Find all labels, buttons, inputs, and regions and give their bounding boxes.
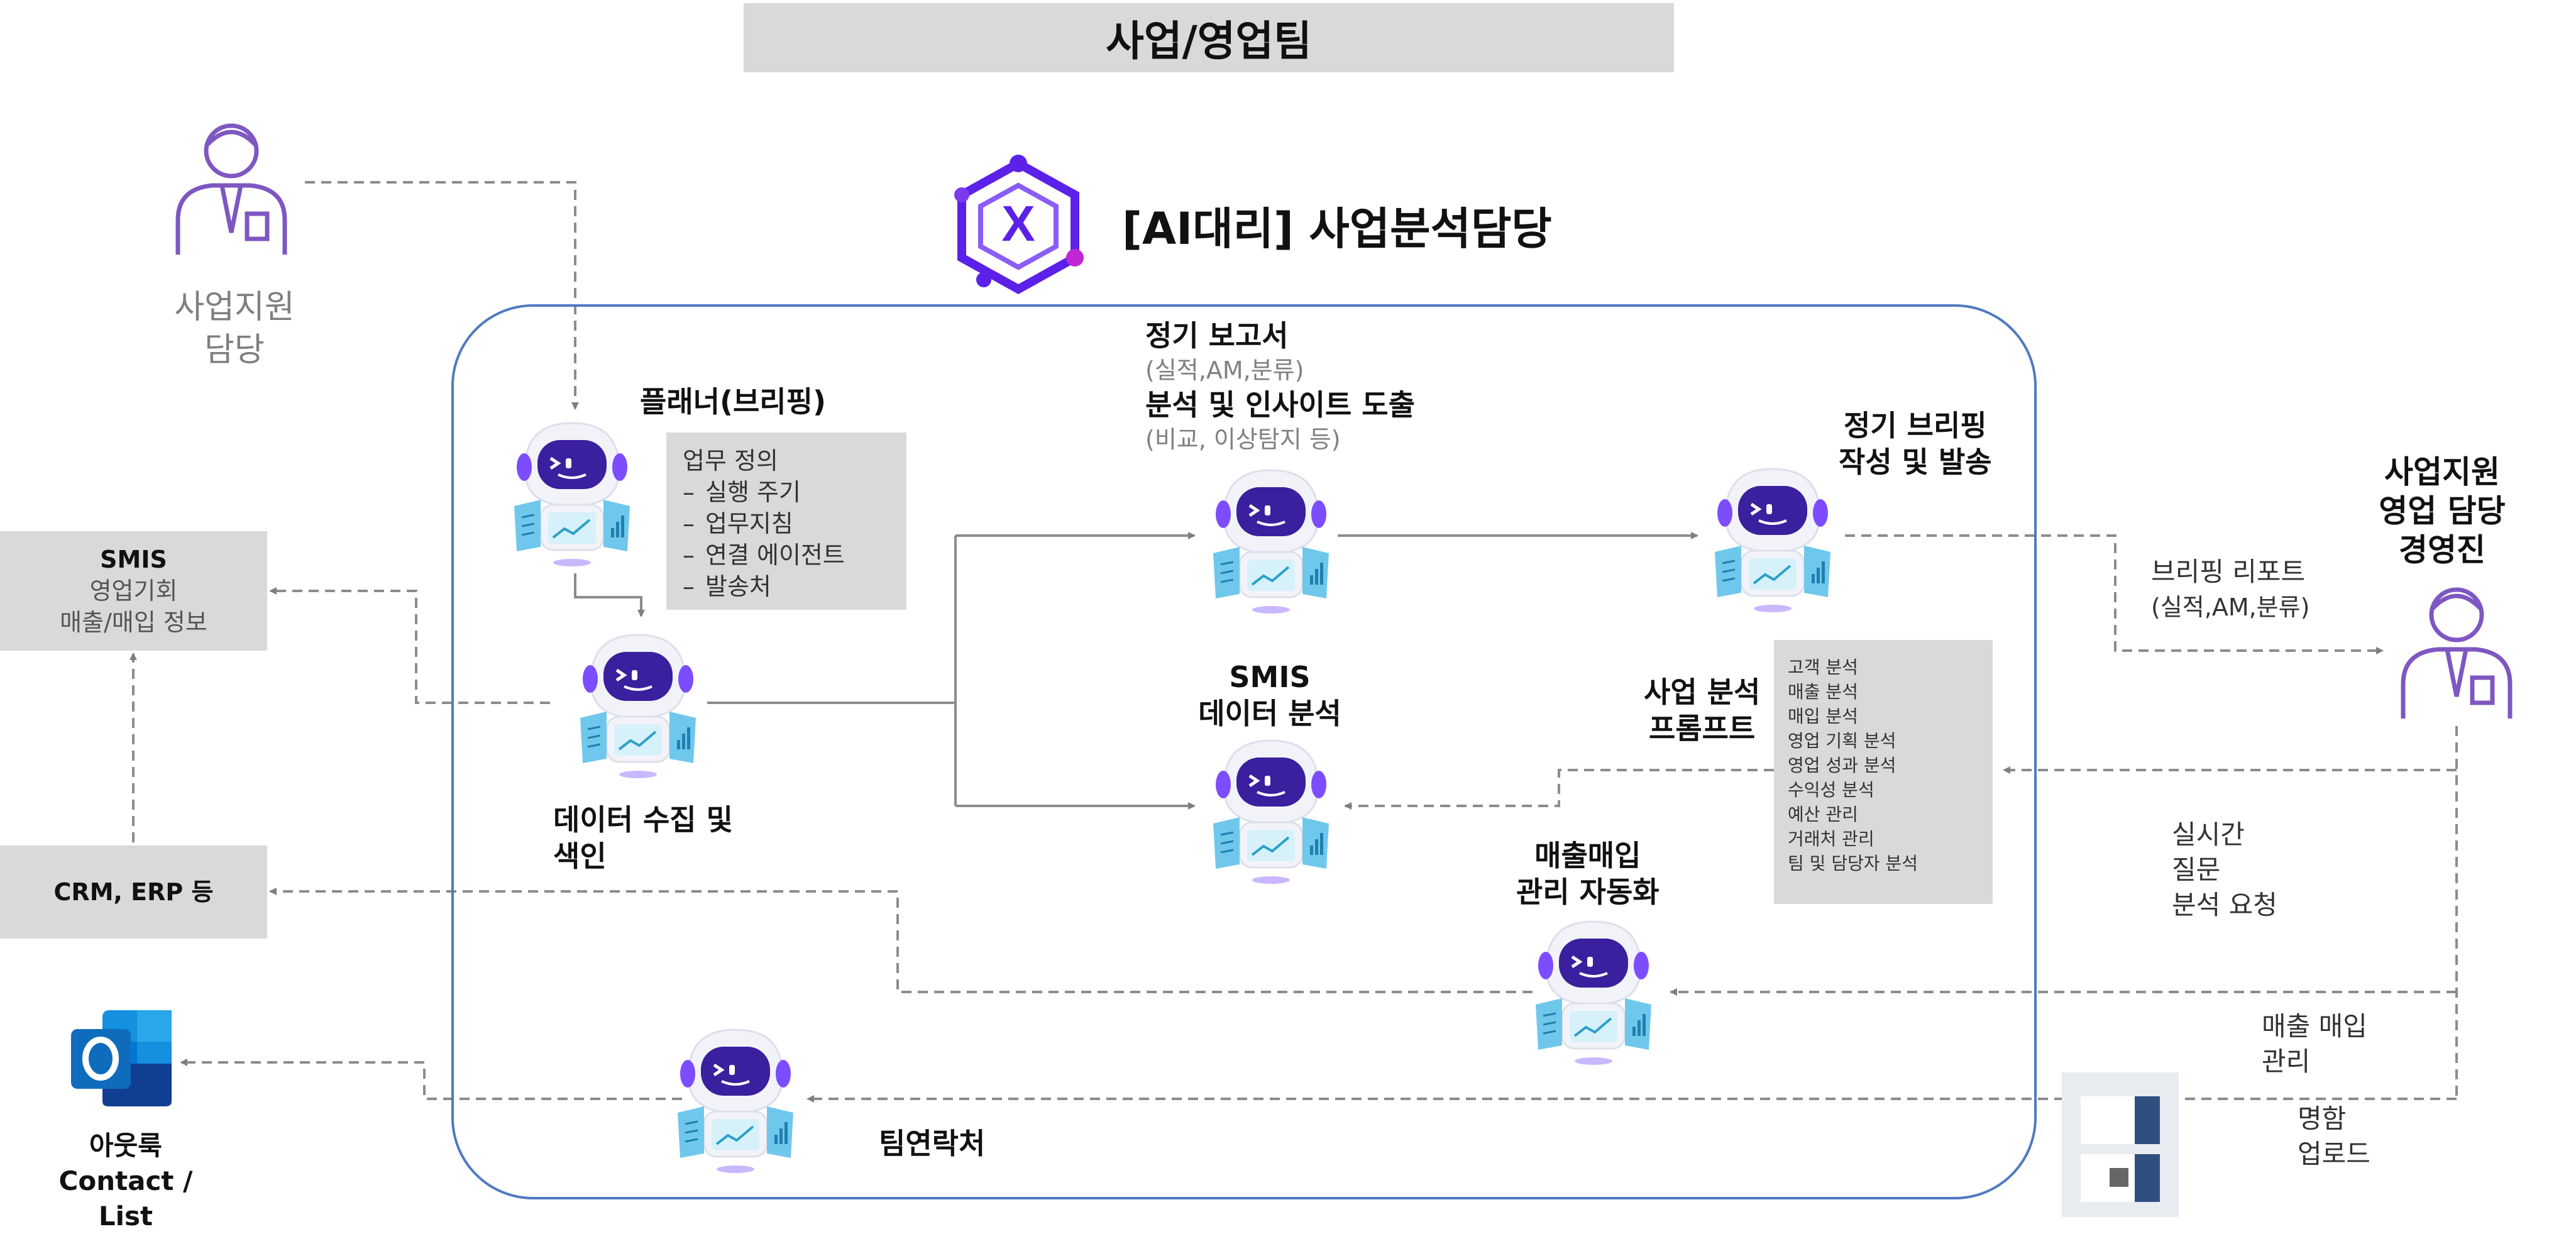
business-cards-image (2062, 1072, 2179, 1217)
flow-persona-to-planner (305, 181, 579, 410)
card-upload-line1: 명함 (2298, 1103, 2347, 1134)
flow-planner-to-collect (574, 573, 645, 617)
task-list: 실행 주기 업무지침 연결 에이전트 발송처 (683, 477, 890, 602)
flow-auto-to-crm (269, 888, 1533, 993)
right-persona-line1: 사업지원 (2384, 454, 2500, 490)
report-sub2: (비교, 이상탐지 등) (1145, 426, 1341, 453)
flow-prompt-to-smis-analysis (1344, 769, 1774, 810)
prompt-item: 영업 성과 분석 (1788, 755, 1896, 776)
prompt-item: 수익성 분석 (1788, 780, 1874, 800)
card-upload-label: 명함 업로드 (2298, 1101, 2370, 1172)
regular-report-label: 정기 보고서 (실적,AM,분류) 분석 및 인사이트 도출 (비교, 이상탐지… (1145, 317, 1415, 456)
svg-text:X: X (1001, 196, 1035, 251)
team-title-bar: 사업/영업팀 (744, 3, 1674, 72)
left-persona-line1: 사업지원 (174, 289, 295, 326)
report-robot-icon (1202, 459, 1340, 616)
smis-line3: 매출/매입 정보 (60, 609, 207, 636)
contacts-robot-icon (666, 1018, 805, 1176)
planner-task-box: 업무 정의 실행 주기 업무지침 연결 에이전트 발송처 (666, 432, 906, 610)
prompt-label: 사업 분석 프롬프트 (1644, 674, 1760, 747)
business-card-icon (2081, 1154, 2160, 1202)
sales-auto-line1: 매출매입 (1534, 839, 1641, 873)
flow-briefing-to-manager (1845, 534, 2384, 654)
team-title: 사업/영업팀 (1106, 17, 1312, 65)
report-sub1: (실적,AM,분류) (1145, 356, 1304, 384)
task-title: 업무 정의 (683, 447, 778, 475)
outlook-line1: 아웃룩 (89, 1130, 162, 1161)
prompt-line2: 프롬프트 (1649, 712, 1756, 746)
outlook-label: 아웃룩 Contact / List (38, 1128, 214, 1234)
smis-analysis-label: SMIS 데이터 분석 (1182, 659, 1358, 732)
prompt-box: 고객 분석 매출 분석 매입 분석 영업 기획 분석 영업 성과 분석 수익성 … (1774, 640, 1993, 904)
sales-auto-label: 매출매입 관리 자동화 (1516, 837, 1660, 910)
prompt-item: 매출 분석 (1788, 681, 1858, 702)
agent-title: [AI대리] 사업분석담당 (1122, 203, 1552, 255)
sales-mgmt-line1: 매출 매입 (2262, 1011, 2367, 1042)
briefing-report-line1: 브리핑 리포트 (2151, 556, 2306, 587)
prompt-line1: 사업 분석 (1644, 675, 1761, 709)
task-item: 연결 에이전트 (683, 539, 890, 571)
x-hexagon-logo-icon: X (954, 155, 1084, 295)
briefing-report-label: 브리핑 리포트 (실적,AM,분류) (2151, 554, 2309, 625)
agent-frame (451, 304, 2037, 1199)
sales-mgmt-label: 매출 매입 관리 (2262, 1009, 2367, 1079)
right-persona-line3: 경영진 (2399, 532, 2485, 568)
right-persona-line2: 영업 담당 (2379, 493, 2506, 529)
prompt-item: 영업 기획 분석 (1788, 730, 1896, 751)
planner-robot-icon (503, 412, 641, 569)
collector-robot-icon (569, 624, 707, 781)
sales-auto-line2: 관리 자동화 (1516, 875, 1660, 909)
data-collect-label: 데이터 수집 및 색인 (553, 802, 733, 874)
planner-title: 플래너(브리핑) (640, 385, 826, 419)
briefing-report-line2: (실적,AM,분류) (2151, 593, 2310, 621)
outlook-icon (71, 1010, 172, 1106)
smis-analysis-line2: 데이터 분석 (1198, 697, 1341, 730)
team-contacts-label: 팀연락처 (879, 1127, 986, 1160)
prompt-item: 팀 및 담당자 분석 (1788, 853, 1918, 874)
data-collect-line1: 데이터 수집 및 (553, 803, 733, 837)
task-item: 실행 주기 (683, 477, 890, 508)
crm-system-box: CRM, ERP 등 (0, 846, 267, 939)
card-upload-line2: 업로드 (2298, 1138, 2370, 1169)
user-badge-icon (2401, 587, 2513, 719)
left-persona-line2: 담당 (204, 331, 265, 369)
smis-analysis-robot-icon (1202, 729, 1340, 886)
flow-collect-to-smis (269, 587, 550, 704)
briefing-label: 정기 브리핑 작성 및 발송 (1839, 407, 1992, 480)
smis-system-box: SMIS 영업기회 매출/매입 정보 (0, 531, 267, 651)
briefing-line2: 작성 및 발송 (1839, 445, 1992, 479)
briefing-robot-icon (1704, 458, 1842, 615)
prompt-item: 거래처 관리 (1788, 829, 1874, 849)
smis-analysis-line1: SMIS (1229, 660, 1311, 694)
realtime-line3: 분석 요청 (2172, 890, 2277, 920)
flow-contacts-to-outlook (180, 1059, 682, 1100)
smis-line2: 영업기회 (89, 577, 178, 605)
realtime-line1: 실시간 (2172, 819, 2245, 850)
report-title2: 분석 및 인사이트 도출 (1145, 388, 1415, 422)
task-item: 발송처 (683, 571, 890, 602)
right-persona-label: 사업지원 영업 담당 경영진 (2348, 453, 2536, 570)
briefing-line1: 정기 브리핑 (1844, 409, 1987, 443)
left-persona-label: 사업지원 담당 (156, 286, 313, 372)
prompt-item: 고객 분석 (1788, 657, 1858, 678)
prompt-item: 매입 분석 (1788, 706, 1858, 727)
realtime-label: 실시간 질문 분석 요청 (2172, 817, 2277, 923)
smis-title: SMIS (100, 546, 167, 573)
realtime-line2: 질문 (2172, 854, 2221, 885)
report-title: 정기 보고서 (1145, 319, 1289, 353)
prompt-item: 예산 관리 (1788, 804, 1858, 825)
sales-robot-icon (1524, 910, 1663, 1067)
task-item: 업무지침 (683, 508, 890, 539)
sales-mgmt-line2: 관리 (2262, 1046, 2311, 1077)
user-badge-icon (175, 123, 287, 255)
crm-label: CRM, ERP 등 (53, 878, 214, 906)
outlook-line2: Contact / List (58, 1165, 193, 1231)
data-collect-line2: 색인 (553, 839, 607, 873)
business-card-icon (2081, 1096, 2160, 1144)
